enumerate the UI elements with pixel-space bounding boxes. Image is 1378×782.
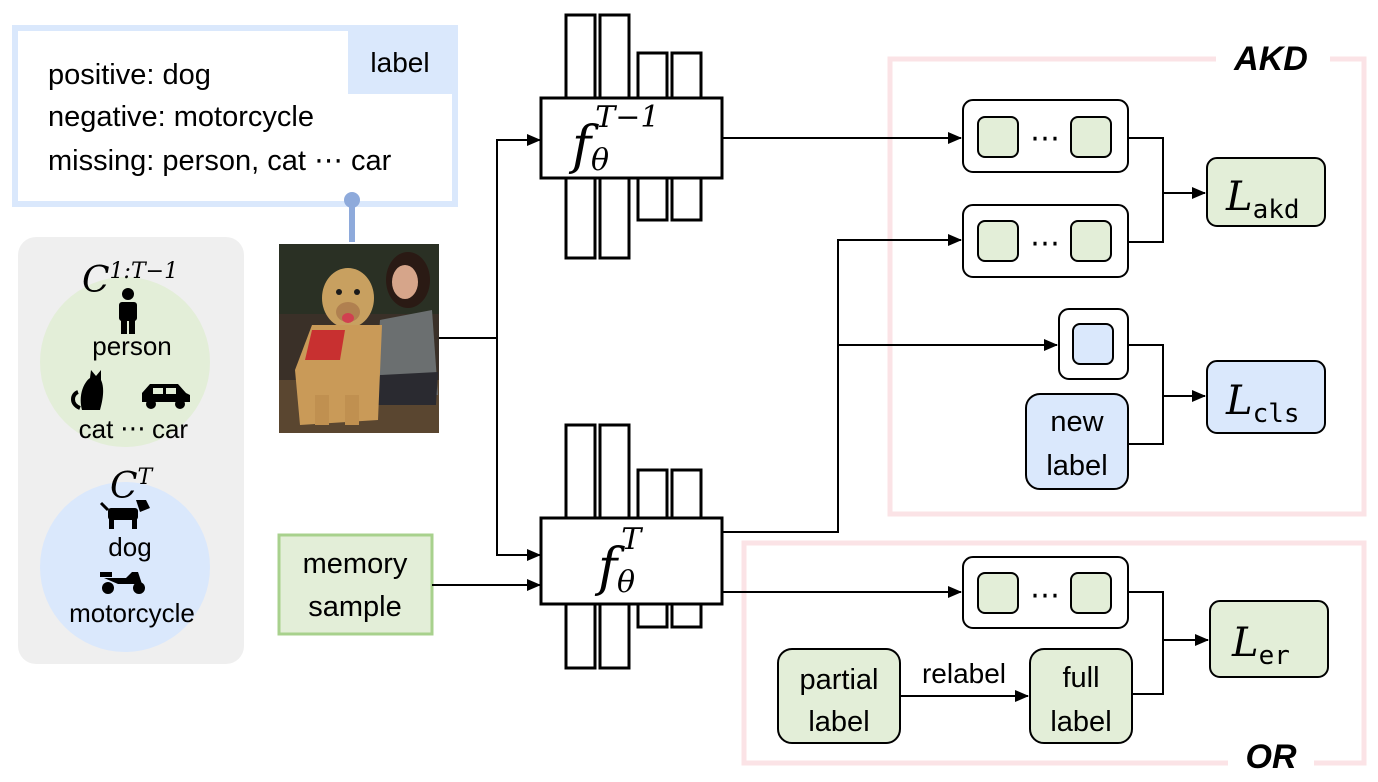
class-person: person [92,331,172,361]
akd-title: AKD [1233,40,1308,78]
label-tag: label [370,47,429,78]
person-icon [119,288,137,334]
class-car: car [152,414,188,444]
new-output-box: ⋯ [962,204,1129,278]
old-output-box: ⋯ [962,99,1129,173]
label-connector [344,192,360,242]
new-set-label: CT [110,465,155,507]
or-title: OR [1246,738,1297,776]
class-motorcycle: motorcycle [69,598,195,628]
replay-output-box: ⋯ [962,556,1129,629]
or-arrows [722,586,1209,702]
ellipsis: ⋯ [1030,122,1060,155]
memory-sample-line-2: sample [308,591,402,623]
memory-sample-line-1: memory [303,548,408,580]
new-model [539,423,724,670]
motorcycle-icon [100,572,145,594]
ellipsis: ⋯ [1030,227,1060,260]
full-label-line-1: full [1062,662,1099,694]
loss-er-box: Ler [1209,600,1329,678]
cat-icon [71,370,104,410]
full-label-box: full label [1029,648,1133,744]
partial-label-line-1: partial [800,664,879,696]
old-model-theta: θ [591,143,609,178]
akd-arrows [722,132,1206,533]
loss-cls-label: Lcls [1225,378,1300,429]
new-label-box: new label [1025,393,1129,490]
new-model-theta: θ [617,565,635,600]
label-line-positive: positive: dog [48,59,211,91]
old-model [539,13,724,260]
new-class-output-box [1058,308,1129,380]
label-box: label positive: dog negative: motorcycle… [12,25,458,207]
loss-er-label: Ler [1231,620,1290,671]
input-image [279,244,439,433]
full-label-line-2: label [1050,706,1111,738]
relabel-text: relabel [922,658,1006,689]
new-label-line-2: label [1046,450,1107,482]
akd-region: AKD [887,36,1367,517]
label-line-missing: missing: person, cat ⋯ car [48,145,392,177]
ellipsis: ⋯ [1030,579,1060,612]
loss-akd-label: Lakd [1225,174,1300,225]
loss-cls-box: Lcls [1206,360,1326,434]
input-arrows [432,134,541,591]
classes-panel: C1:T−1 person cat ⋯ car CT [18,237,244,664]
class-dog: dog [108,532,151,562]
partial-label-box: partial label [777,648,901,744]
dog-icon [99,500,150,529]
partial-label-line-2: label [808,706,869,738]
class-ellipsis: ⋯ [120,413,146,443]
memory-sample-box: memory sample [277,533,434,636]
old-set-label: C1:T−1 [82,259,178,301]
label-line-negative: negative: motorcycle [48,101,314,133]
new-classes-circle [40,482,210,652]
loss-akd-box: Lakd [1206,157,1326,227]
or-region: OR [741,540,1367,782]
car-icon [142,384,190,409]
new-label-line-1: new [1050,406,1104,438]
class-cat: cat [79,414,114,444]
